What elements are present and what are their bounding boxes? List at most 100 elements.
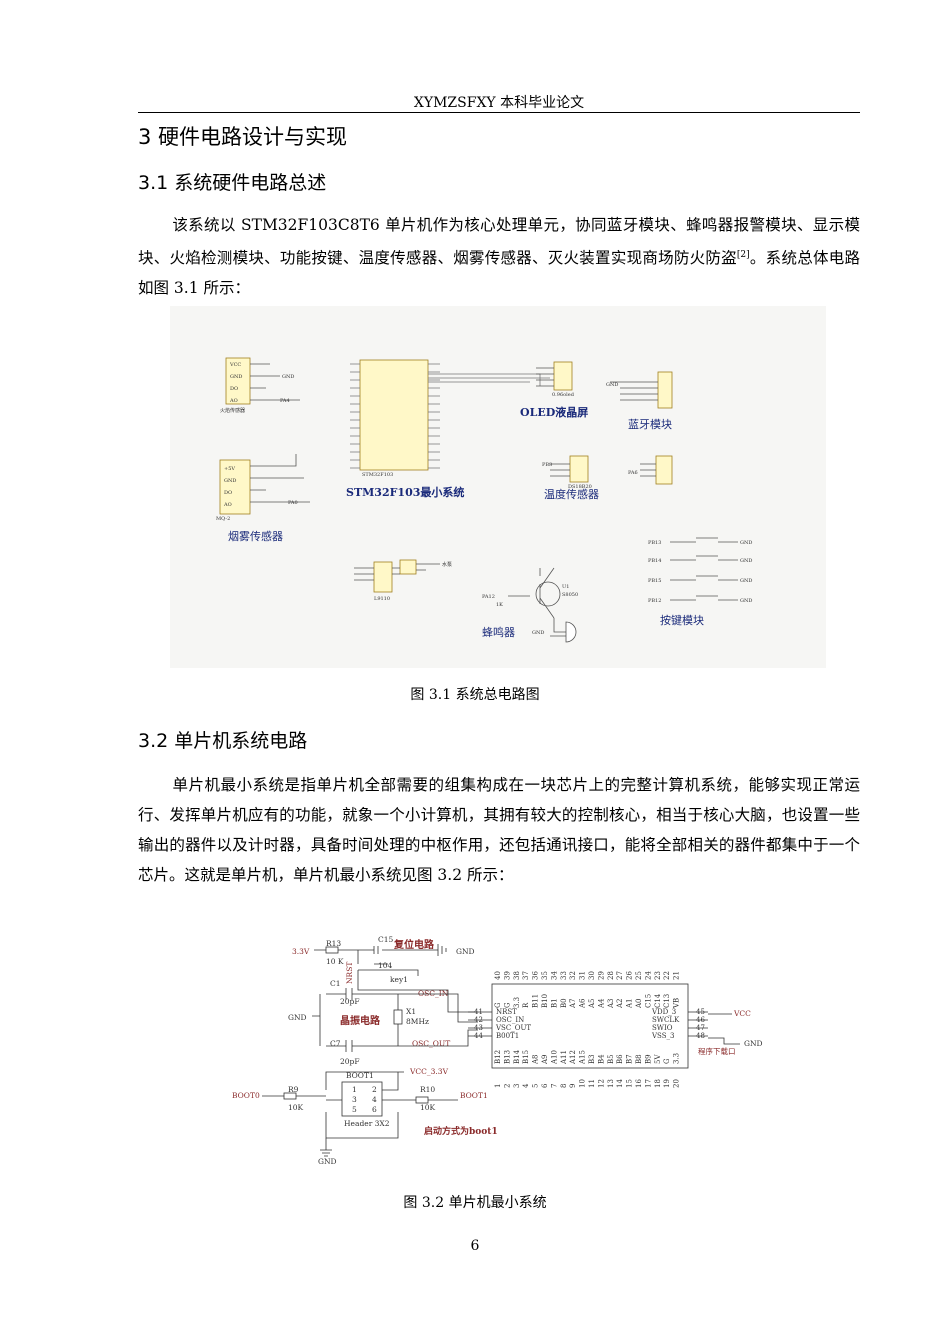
- svg-text:PB12: PB12: [648, 598, 661, 604]
- svg-text:PA0: PA0: [288, 500, 298, 506]
- svg-text:NRST: NRST: [345, 962, 354, 984]
- svg-text:VCC_3.3V: VCC_3.3V: [409, 1067, 449, 1076]
- pin-name: A7: [569, 998, 577, 1009]
- pin-name: A2: [616, 998, 624, 1009]
- pin-name: VB: [673, 998, 681, 1009]
- svg-text:U1: U1: [562, 584, 569, 590]
- svg-text:PB8: PB8: [542, 462, 552, 468]
- pin-number: 42: [474, 1016, 483, 1024]
- pin-number: 47: [696, 1024, 705, 1032]
- pin-name: A5: [588, 998, 596, 1009]
- svg-text:晶振电路: 晶振电路: [340, 1014, 381, 1027]
- pin-number: 32: [569, 971, 577, 980]
- svg-text:6: 6: [372, 1105, 377, 1114]
- pin-number: 3: [513, 1084, 521, 1088]
- pin-name: B8: [635, 1054, 643, 1064]
- svg-text:GND: GND: [282, 374, 294, 380]
- svg-text:PA12: PA12: [482, 594, 495, 600]
- pin-number: 11: [588, 1079, 596, 1088]
- pin-number: 8: [560, 1084, 568, 1088]
- pin-name: A8: [532, 1054, 540, 1065]
- chapter-title: 3 硬件电路设计与实现: [138, 125, 348, 149]
- pin-number: 5: [532, 1084, 540, 1088]
- svg-text:水泵: 水泵: [442, 561, 452, 568]
- svg-text:BOOT1: BOOT1: [460, 1091, 488, 1100]
- pin-name: G: [663, 1058, 671, 1064]
- pin-number: 9: [569, 1084, 577, 1088]
- flame-vcc: VCC: [229, 362, 241, 368]
- pin-number: 16: [635, 1079, 643, 1088]
- pin-number: 24: [644, 971, 652, 980]
- mcu-minimum-schematic: 3.3V R13 10 K C15 104 复位电路 GND key1 NRST…: [232, 935, 763, 1166]
- svg-text:C7: C7: [330, 1039, 341, 1048]
- pin-name: G: [494, 1002, 502, 1008]
- svg-text:R13: R13: [326, 939, 341, 948]
- pin-name: B4: [597, 1054, 605, 1064]
- pin-name: B6: [616, 1054, 624, 1064]
- pin-number: 17: [644, 1079, 652, 1088]
- svg-text:VCC: VCC: [733, 1009, 751, 1018]
- page-number: 6: [470, 1238, 480, 1254]
- pin-number: 23: [654, 971, 662, 980]
- svg-text:GND: GND: [740, 540, 752, 546]
- pin-number: 45: [696, 1008, 705, 1016]
- pin-name: B13: [503, 1050, 511, 1064]
- svg-text:1K: 1K: [496, 602, 503, 608]
- system-schematic: VCC GND DO AO PA4 GND 火焰传感器 STM32F103 ST…: [216, 357, 752, 643]
- svg-text:3: 3: [352, 1095, 357, 1104]
- pin-name: NRST: [496, 1008, 517, 1016]
- svg-text:PB14: PB14: [648, 558, 661, 564]
- paragraph-text-end: 。系统总体电路如图 3.1 所示：: [138, 249, 860, 298]
- pin-name: G: [503, 1002, 511, 1008]
- svg-text:GND: GND: [230, 374, 242, 380]
- pin-name: A1: [626, 998, 634, 1009]
- pin-name: A10: [550, 1050, 558, 1065]
- pin-number: 25: [635, 971, 643, 980]
- pin-name: VSC_OUT: [495, 1024, 531, 1032]
- svg-text:L9110: L9110: [374, 596, 390, 602]
- svg-text:程序下载口: 程序下载口: [698, 1046, 736, 1056]
- svg-text:104: 104: [378, 961, 393, 970]
- paragraph-text: 单片机最小系统是指单片机全部需要的组集构成在一块芯片上的完整计算机系统，能够实现…: [138, 776, 860, 884]
- section-3-1-title: 3.1 系统硬件电路总述: [138, 172, 327, 194]
- pin-number: 12: [597, 1079, 605, 1088]
- section-3-1-paragraph: 该系统以 STM32F103C8T6 单片机作为核心处理单元，协同蓝牙模块、蜂鸣…: [138, 210, 860, 303]
- pin-name: B00T1: [496, 1032, 519, 1040]
- pin-number: 36: [532, 971, 540, 980]
- svg-text:3.3V: 3.3V: [292, 947, 310, 956]
- pin-number: 37: [522, 971, 530, 980]
- svg-text:GND: GND: [318, 1157, 337, 1166]
- svg-text:OSC_OUT: OSC_OUT: [412, 1039, 450, 1048]
- buzzer-label: 蜂鸣器: [482, 625, 515, 639]
- pin-name: SWIO: [652, 1024, 673, 1032]
- svg-text:PB13: PB13: [648, 540, 661, 546]
- pin-name: OSC_IN: [496, 1016, 524, 1024]
- svg-text:OSC_IN: OSC_IN: [418, 989, 449, 998]
- svg-text:10K: 10K: [420, 1103, 436, 1112]
- svg-text:GND: GND: [740, 558, 752, 564]
- section-3-2-title: 3.2 单片机系统电路: [138, 730, 308, 752]
- svg-text:PA6: PA6: [628, 470, 638, 476]
- citation[interactable]: [2]: [736, 250, 750, 260]
- svg-text:10 K: 10 K: [326, 957, 344, 966]
- svg-text:4: 4: [372, 1095, 377, 1104]
- pin-name: A3: [607, 998, 615, 1009]
- pin-number: 38: [513, 971, 521, 980]
- pin-number: 2: [503, 1084, 511, 1088]
- svg-text:C15: C15: [378, 935, 394, 944]
- svg-text:+5V: +5V: [224, 466, 235, 472]
- pin-number: 28: [607, 971, 615, 980]
- svg-text:R9: R9: [288, 1085, 299, 1094]
- svg-text:S8050: S8050: [562, 592, 578, 598]
- svg-text:2: 2: [372, 1085, 377, 1094]
- svg-text:key1: key1: [390, 975, 408, 984]
- pin-name: A9: [541, 1054, 549, 1065]
- svg-text:5: 5: [352, 1105, 357, 1114]
- svg-text:复位电路: 复位电路: [393, 938, 435, 951]
- pin-number: 30: [588, 971, 596, 980]
- pin-number: 40: [494, 971, 502, 980]
- svg-text:DO: DO: [224, 490, 232, 496]
- pin-number: 22: [663, 971, 671, 980]
- pin-number: 14: [616, 1079, 624, 1088]
- svg-text:GND: GND: [456, 947, 475, 956]
